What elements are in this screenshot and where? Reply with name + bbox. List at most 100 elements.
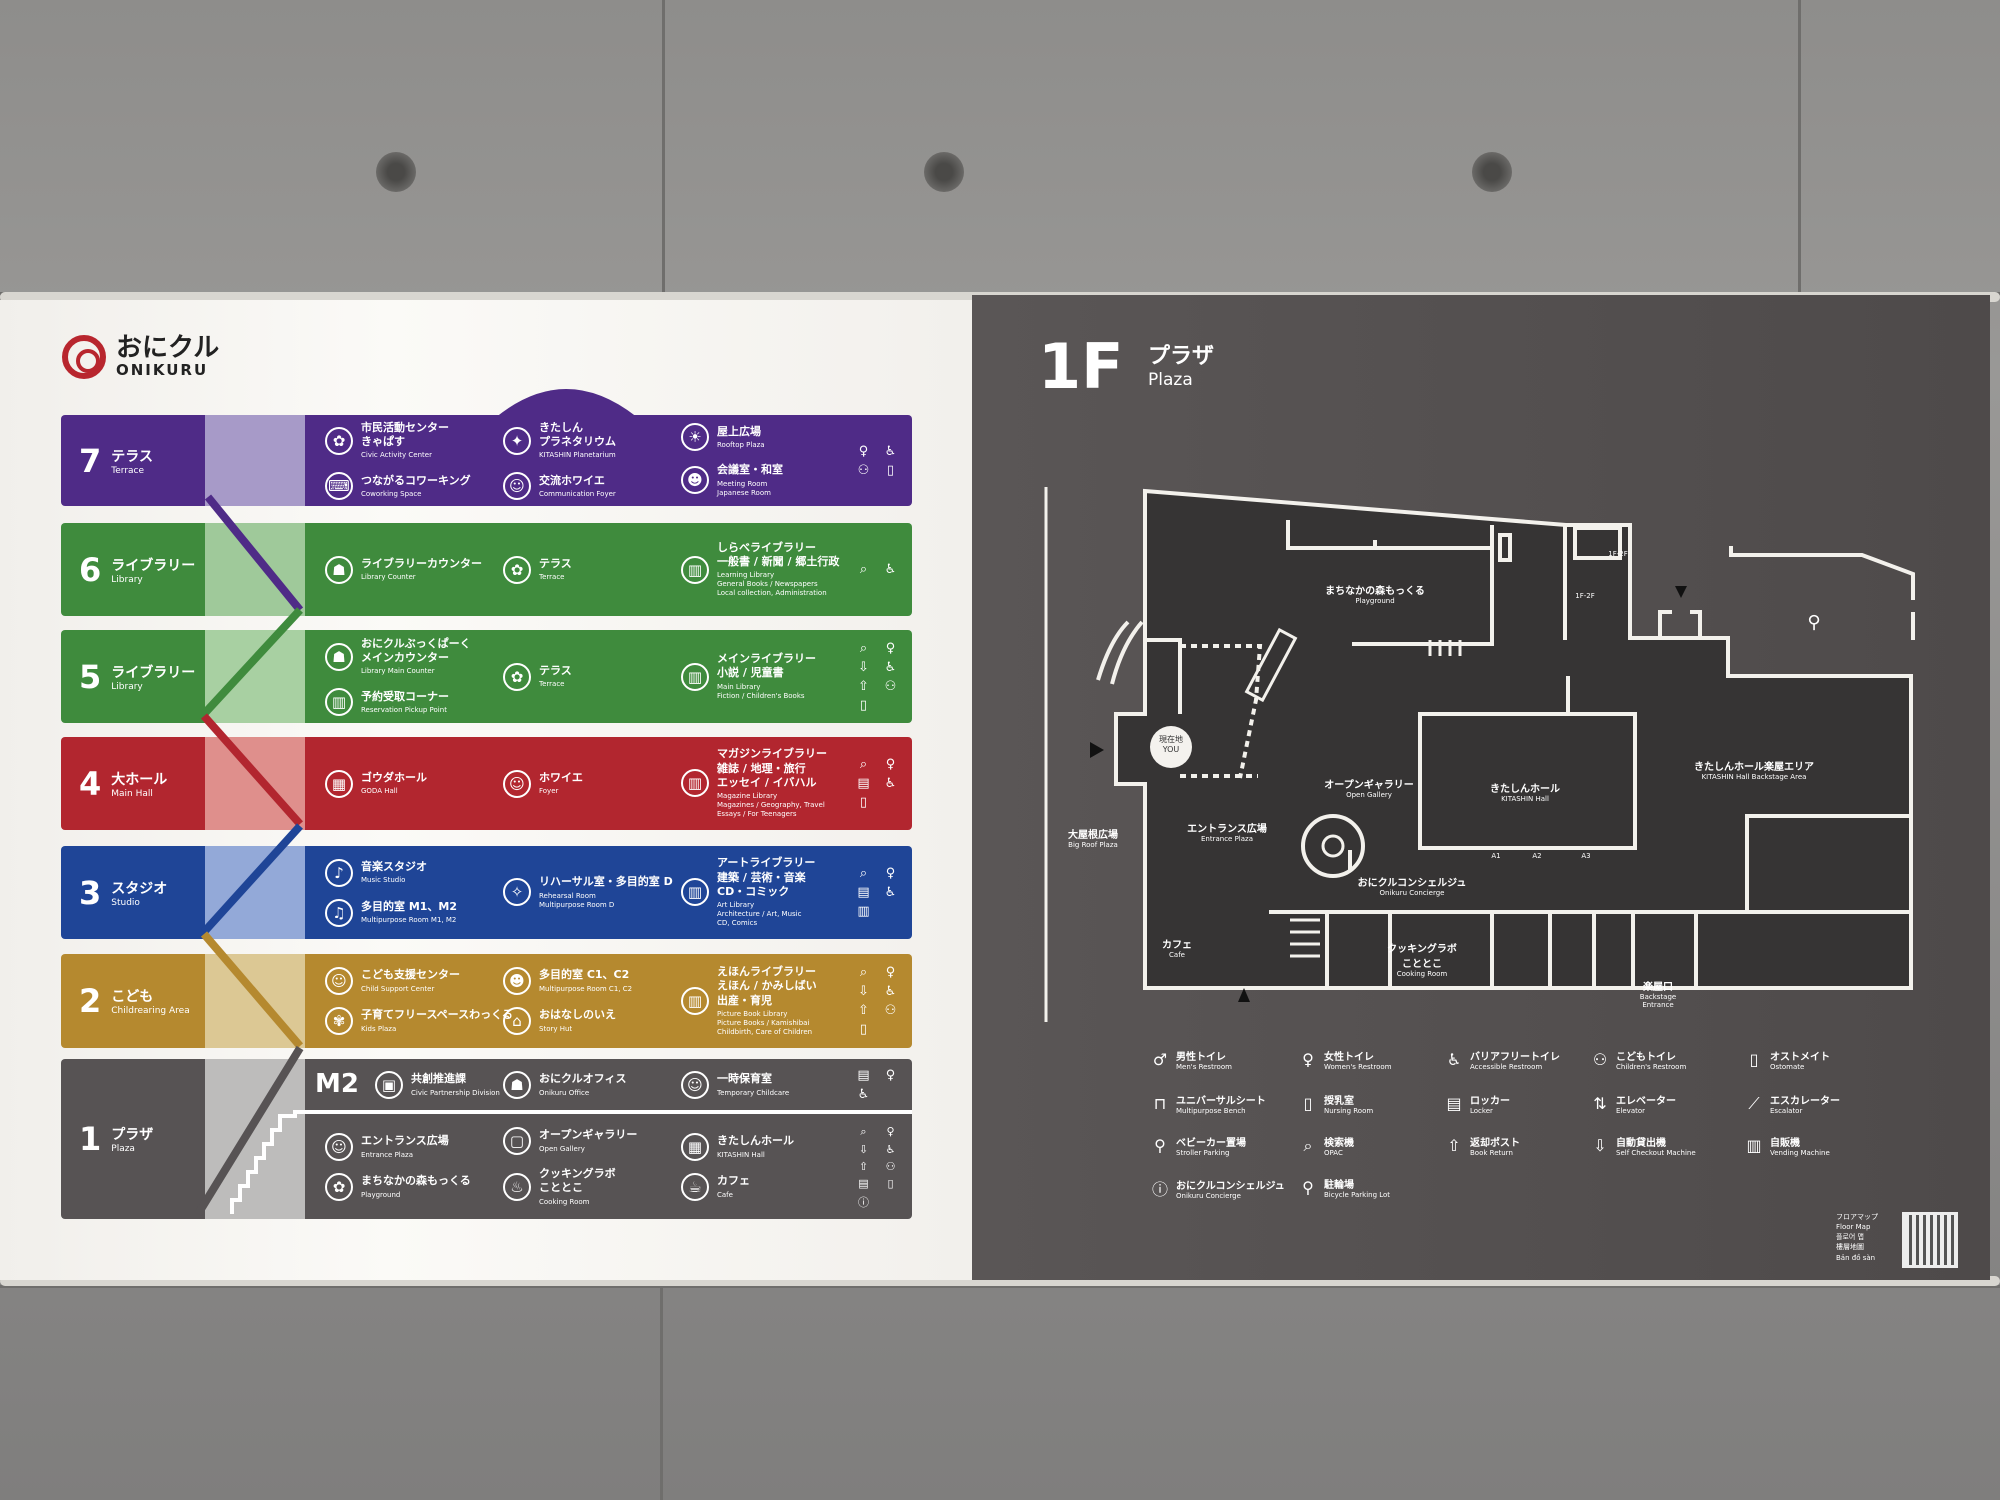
legend-label-jp: 自販機 [1770,1138,1800,1149]
floor-name-en: Childrearing Area [111,1006,190,1016]
facility-name-jp: きたしん プラネタリウム [539,420,616,448]
legend-label-jp: 女性トイレ [1324,1052,1374,1063]
locker-icon: ▤ [1446,1094,1462,1113]
door-label-a3: A3 [1581,852,1591,860]
floor-amenities: ⌕♀▤♿▥ [852,854,902,931]
book-icon: ▥ [681,555,709,584]
tree-icon: ✿ [325,426,353,455]
floor-amenities: ♀ ♿ ⚇ ▯ [852,423,902,498]
door-label-a1: A1 [1491,852,1501,860]
facility-name-jp: 多目的室 C1、C2 [539,968,630,982]
accessible-icon: ♿ [884,885,897,900]
floor-number: 2 [79,982,102,1020]
facility-name-en: Civic Partnership Division [411,1088,500,1097]
wall-joint [662,0,665,300]
opac-icon: ⌕ [859,757,868,772]
onikuru-logo: おにクル ONIKURU [62,335,219,379]
facility-name-en: Rooftop Plaza [717,440,765,449]
bicycle-icon: ⚲ [1302,1178,1314,1197]
office-icon: ▣ [375,1071,403,1099]
legend-label-en: Stroller Parking [1176,1149,1230,1157]
facility-name-jp: 予約受取コーナー [361,689,449,703]
floor-amenities: ⌕♿ [852,531,902,608]
accessible-icon: ♿ [884,443,897,459]
people-icon: ☺ [503,472,531,501]
facility-name-en: KITASHIN Planetarium [539,451,616,460]
counter-icon: ☗ [325,642,353,671]
floor-map-qr-code[interactable] [1902,1212,1958,1268]
floor-name-jp: プラザ [1148,344,1215,369]
legend-label-jp: 授乳室 [1324,1096,1354,1107]
child-restroom-icon: ⚇ [857,462,870,478]
legend-label-jp: こどもトイレ [1616,1052,1676,1063]
dance-icon: ✧ [503,878,531,907]
entrance-arrow-icon [1238,988,1250,1002]
restroom-icon: ♀ [885,640,896,656]
facility-name-en: Learning Library General Books / Newspap… [717,571,827,598]
restroom-icon: ♀ [858,443,869,459]
banner-rod-bottom [0,1276,2000,1286]
people-icon: ☺ [503,769,531,798]
floor-amenities: ⌕♀⇩♿⇧⚇▯ [852,962,902,1040]
legend-label-jp: エスカレーター [1770,1096,1840,1107]
ostomate-icon: ▯ [886,462,895,478]
facility-name-jp: アートライブラリー 建築 / 芸術・音楽 CD・コミック [717,856,816,898]
facility-name-jp: おはなしのいえ [539,1008,616,1022]
women-icon: ♀ [1302,1050,1314,1069]
facility-name-jp: リハーサル室・多目的室 D [539,875,673,889]
legend-label-en: Locker [1470,1107,1493,1115]
